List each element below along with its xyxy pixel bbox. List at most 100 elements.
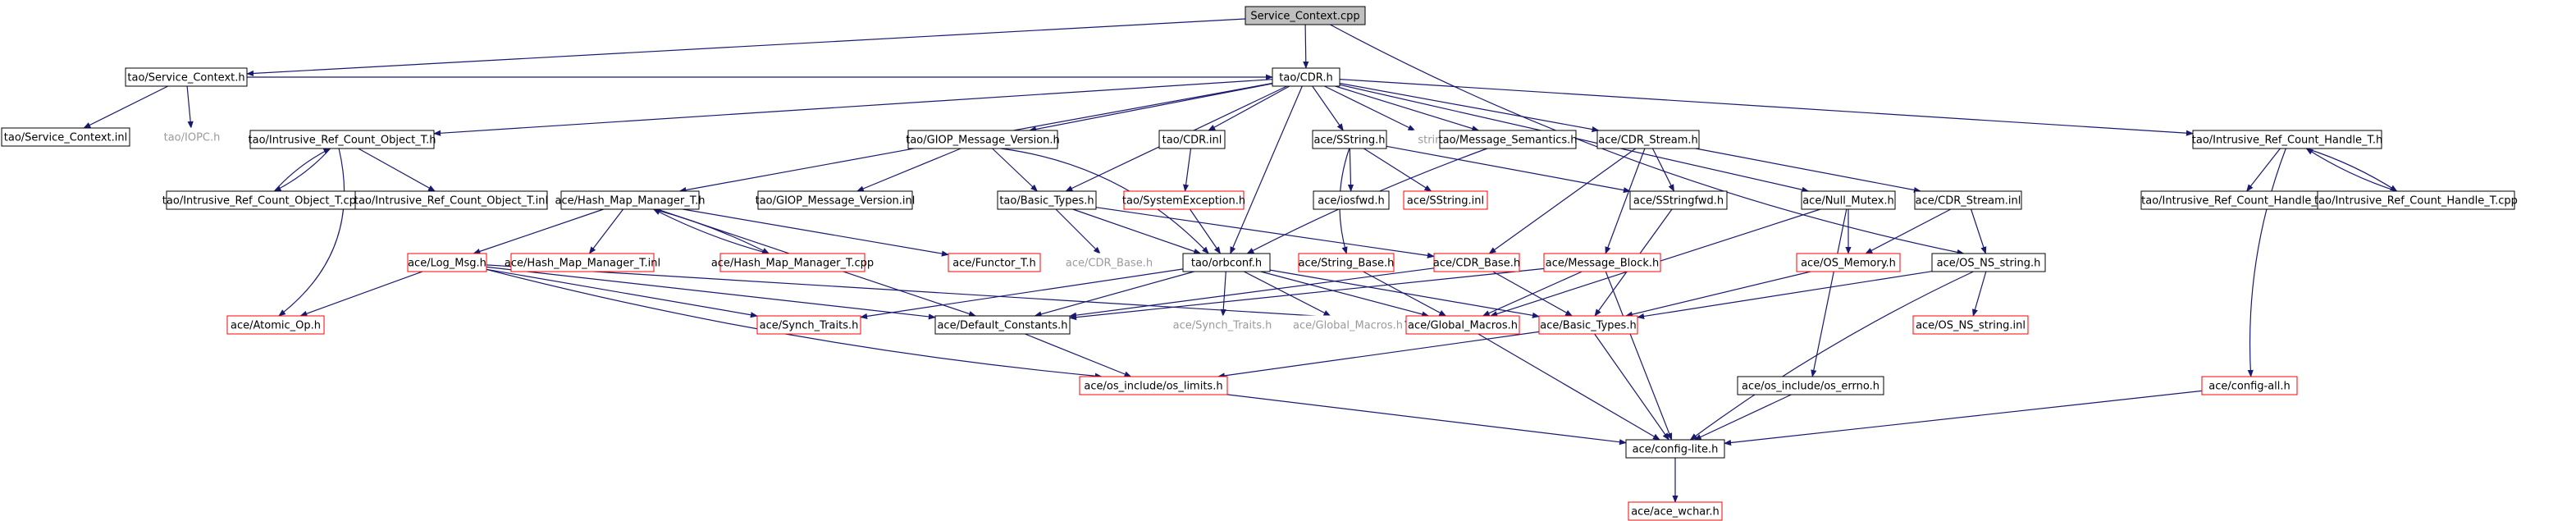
node-ace-config-all-h[interactable]: ace/config-all.h bbox=[2201, 376, 2298, 395]
node-label: ace/Log_Msg.h bbox=[408, 258, 486, 270]
node-tao-service-context-inl[interactable]: tao/Service_Context.inl bbox=[1, 127, 130, 147]
node-ace-cdr-base-h[interactable]: ace/CDR_Base.h bbox=[1433, 253, 1520, 272]
node-label: ace/SString.h bbox=[1314, 135, 1386, 147]
node-ace-default-constants-h[interactable]: ace/Default_Constants.h bbox=[934, 315, 1071, 335]
node-ace-synch-traits-h-plain[interactable]: ace/Synch_Traits.h bbox=[1170, 315, 1275, 335]
node-tao-intrusive-ref-count-object-t-inl[interactable]: tao/Intrusive_Ref_Count_Object_T.inl bbox=[354, 190, 548, 210]
edge-tao_intrusive_ref_count_object_t_h-to-ace_atomic_op_h bbox=[278, 148, 345, 317]
node-ace-message-block-h[interactable]: ace/Message_Block.h bbox=[1543, 253, 1661, 272]
node-box bbox=[1433, 253, 1520, 272]
node-ace-os-include-os-limits-h[interactable]: ace/os_include/os_limits.h bbox=[1079, 376, 1228, 395]
node-box bbox=[125, 67, 248, 87]
node-ace-os-ns-string-inl[interactable]: ace/OS_NS_string.inl bbox=[1912, 315, 2029, 335]
node-label: ace/Synch_Traits.h bbox=[1173, 320, 1272, 332]
edge-tao_cdr_h-to-ace_cdr_stream_h bbox=[1339, 82, 1600, 133]
node-ace-sstring-h[interactable]: ace/SString.h bbox=[1312, 130, 1387, 149]
node-tao-systemexception-h[interactable]: tao/SystemException.h bbox=[1122, 190, 1245, 210]
node-label: tao/Intrusive_Ref_Count_Object_T.cpp bbox=[162, 195, 363, 208]
node-box bbox=[1170, 315, 1275, 335]
edge-tao_orbconf_h-to-ace_synch_traits_h bbox=[860, 268, 1184, 319]
node-ace-os-ns-string-h[interactable]: ace/OS_NS_string.h bbox=[1931, 253, 2046, 272]
node-ace-hash-map-manager-t-h[interactable]: ace/Hash_Map_Manager_T.h bbox=[555, 190, 706, 210]
node-label: tao/Intrusive_Ref_Count_Object_T.h bbox=[249, 135, 436, 147]
node-box bbox=[510, 253, 655, 272]
node-label: ace/Hash_Map_Manager_T.h bbox=[555, 195, 706, 208]
node-ace-global-macros-h[interactable]: ace/Global_Macros.h bbox=[1405, 315, 1520, 335]
node-service-context-cpp[interactable]: Service_Context.cpp bbox=[1245, 6, 1366, 25]
node-ace-basic-types-h[interactable]: ace/Basic_Types.h bbox=[1538, 315, 1638, 335]
node-label: ace/CDR_Base.h bbox=[1433, 258, 1520, 270]
edge-ace_os_include_os_limits_h-to-ace_config_lite_h bbox=[1226, 394, 1627, 446]
node-label: tao/Intrusive_Ref_Count_Object_T.inl bbox=[354, 195, 548, 208]
edge-tao_giop_message_version_h-to-tao_orbconf_h bbox=[1000, 148, 1209, 254]
node-box bbox=[1182, 253, 1271, 272]
node-label: tao/GIOP_Message_Version.inl bbox=[756, 195, 916, 208]
node-tao-intrusive-ref-count-handle-t-h[interactable]: tao/Intrusive_Ref_Count_Handle_T.h bbox=[2192, 130, 2382, 149]
node-ace-global-macros-h-plain[interactable]: ace/Global_Macros.h bbox=[1290, 315, 1405, 335]
edge-tao_intrusive_ref_count_object_t_h-to-tao_intrusive_ref_count_object_t_cpp bbox=[273, 148, 331, 192]
node-ace-ace-wchar-h[interactable]: ace/ace_wchar.h bbox=[1628, 501, 1723, 521]
node-tao-intrusive-ref-count-handle-t-cpp[interactable]: tao/Intrusive_Ref_Count_Handle_T.cpp bbox=[2314, 190, 2518, 210]
node-box bbox=[719, 253, 866, 272]
node-ace-functor-t-h[interactable]: ace/Functor_T.h bbox=[948, 253, 1041, 272]
node-box bbox=[1066, 253, 1153, 272]
node-ace-os-include-os-errno-h[interactable]: ace/os_include/os_errno.h bbox=[1737, 376, 1884, 395]
node-tao-orbconf-h[interactable]: tao/orbconf.h bbox=[1182, 253, 1271, 272]
node-tao-intrusive-ref-count-handle-t-inl[interactable]: tao/Intrusive_Ref_Count_Handle_T.inl bbox=[2140, 190, 2339, 210]
node-box bbox=[1538, 315, 1638, 335]
node-box bbox=[2317, 190, 2515, 210]
node-box bbox=[1737, 376, 1884, 395]
node-tao-service-context-h[interactable]: tao/Service_Context.h bbox=[125, 67, 248, 87]
node-ace-log-msg-h[interactable]: ace/Log_Msg.h bbox=[407, 253, 487, 272]
node-ace-sstringfwd-h[interactable]: ace/SStringfwd.h bbox=[1629, 190, 1728, 210]
edge-ace_message_block_h-to-ace_config_lite_h bbox=[1605, 271, 1673, 441]
node-tao-basic-types-h[interactable]: tao/Basic_Types.h bbox=[997, 190, 1097, 210]
node-tao-intrusive-ref-count-object-t-h[interactable]: tao/Intrusive_Ref_Count_Object_T.h bbox=[249, 130, 436, 149]
node-label: ace/Global_Macros.h bbox=[1408, 320, 1518, 332]
node-box bbox=[756, 315, 861, 335]
node-tao-intrusive-ref-count-object-t-cpp[interactable]: tao/Intrusive_Ref_Count_Object_T.cpp bbox=[162, 190, 363, 210]
edge-ace_message_block_h-to-ace_global_macros_h bbox=[1482, 271, 1583, 317]
node-tao-message-semantics-h[interactable]: tao/Message_Semantics.h bbox=[1439, 130, 1578, 149]
edge-ace_message_block_h-to-ace_default_constants_h bbox=[1069, 267, 1545, 321]
node-ace-synch-traits-h[interactable]: ace/Synch_Traits.h bbox=[756, 315, 861, 335]
edge-ace_hash_map_manager_t_h-to-ace_log_msg_h bbox=[473, 208, 604, 254]
node-tao-cdr-inl[interactable]: tao/CDR.inl bbox=[1158, 130, 1226, 149]
node-box bbox=[1123, 190, 1245, 210]
node-ace-iosfwd-h[interactable]: ace/iosfwd.h bbox=[1313, 190, 1390, 210]
node-tao-giop-message-version-h[interactable]: tao/GIOP_Message_Version.h bbox=[906, 130, 1060, 149]
edge-tao_intrusive_ref_count_object_t_cpp-to-tao_intrusive_ref_count_object_t_h bbox=[273, 148, 331, 192]
node-ace-cdr-stream-inl[interactable]: ace/CDR_Stream.inl bbox=[1914, 190, 2022, 210]
node-tao-iopc-h[interactable]: tao/IOPC.h bbox=[160, 127, 224, 147]
node-label: ace/Global_Macros.h bbox=[1293, 320, 1403, 332]
node-box bbox=[226, 315, 325, 335]
edge-tao_basic_types_h-to-ace_cdr_base_h bbox=[1095, 207, 1435, 258]
node-label: ace/Message_Block.h bbox=[1546, 258, 1660, 270]
edge-ace_cdr_base_h-to-ace_default_constants_h bbox=[1069, 267, 1435, 318]
edge-ace_os_ns_string_h-to-ace_basic_types_h bbox=[1637, 271, 1933, 320]
edge-ace_sstring_h-to-ace_sstringfwd_h bbox=[1386, 145, 1631, 194]
node-ace-hash-map-manager-t-inl[interactable]: ace/Hash_Map_Manager_T.inl bbox=[505, 253, 660, 272]
node-tao-giop-message-version-inl[interactable]: tao/GIOP_Message_Version.inl bbox=[756, 190, 916, 210]
node-box bbox=[1298, 253, 1395, 272]
node-ace-string-base-h[interactable]: ace/String_Base.h bbox=[1298, 253, 1395, 272]
node-box bbox=[757, 190, 913, 210]
node-label: ace/Functor_T.h bbox=[952, 258, 1036, 270]
edge-tao_cdr_h-to-tao_orbconf_h bbox=[1230, 85, 1303, 254]
node-ace-hash-map-manager-t-cpp[interactable]: ace/Hash_Map_Manager_T.cpp bbox=[711, 253, 874, 272]
node-label: ace/ace_wchar.h bbox=[1631, 506, 1720, 519]
node-box bbox=[1312, 130, 1387, 149]
node-ace-cdr-stream-h[interactable]: ace/CDR_Stream.h bbox=[1596, 130, 1700, 149]
node-ace-sstring-inl[interactable]: ace/SString.inl bbox=[1403, 190, 1488, 210]
node-label: tao/Message_Semantics.h bbox=[1439, 135, 1578, 147]
node-label: ace/Atomic_Op.h bbox=[231, 320, 321, 332]
node-ace-null-mutex-h[interactable]: ace/Null_Mutex.h bbox=[1801, 190, 1896, 210]
node-tao-cdr-h[interactable]: tao/CDR.h bbox=[1272, 67, 1341, 87]
node-ace-os-memory-h[interactable]: ace/OS_Memory.h bbox=[1796, 253, 1901, 272]
node-label: tao/CDR.inl bbox=[1162, 135, 1222, 147]
edge-tao_cdr_h-to-tao_intrusive_ref_count_handle_t_h bbox=[1339, 79, 2194, 136]
node-ace-cdr-base-h-plain[interactable]: ace/CDR_Base.h bbox=[1066, 253, 1153, 272]
node-ace-config-lite-h[interactable]: ace/config-lite.h bbox=[1625, 439, 1725, 459]
node-ace-atomic-op-h[interactable]: ace/Atomic_Op.h bbox=[226, 315, 325, 335]
edge-tao_cdr_h-to-ace_sstring_h bbox=[1312, 85, 1344, 131]
